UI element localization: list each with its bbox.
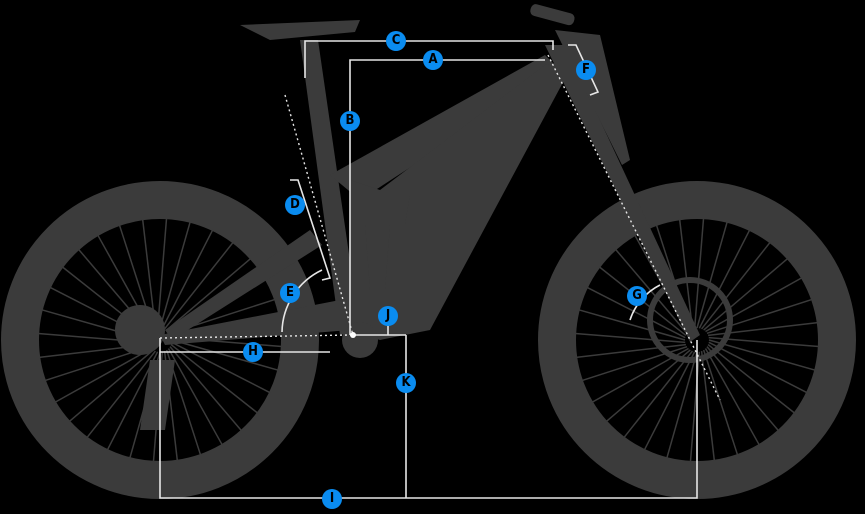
label-c: C [386,31,406,51]
label-b: B [340,111,360,131]
spoke [706,346,780,432]
spoke [167,348,223,446]
label-e: E [280,283,300,303]
label-h: H [243,342,263,362]
spoke [701,241,771,330]
spoke [689,351,701,462]
spoke [156,218,168,329]
spoke [68,349,154,423]
spoke [605,349,691,423]
spoke [164,241,234,330]
spoke [166,257,252,331]
spoke [706,298,813,335]
spoke [576,343,687,359]
spoke [703,257,789,331]
spoke [643,351,696,451]
spoke [666,351,698,459]
label-i: I [322,489,342,509]
spoke [678,219,694,330]
label-k: K [396,373,416,393]
spoke [698,229,751,329]
spoke [54,347,152,403]
spoke [702,349,739,456]
dashed-axes [159,54,721,401]
spoke [623,350,693,439]
label-f: F [576,60,596,80]
label-g: G [627,286,647,306]
spoke [700,350,716,461]
spoke [705,277,803,333]
spoke [171,341,271,394]
spoke [708,339,816,371]
spoke [171,339,279,371]
spoke [578,309,686,341]
spoke [581,345,688,382]
label-j: J [378,306,398,326]
spoke [586,286,686,339]
spoke [693,218,705,329]
spoke [170,344,259,414]
spoke [704,348,760,446]
spoke [707,344,796,414]
spoke [708,341,808,394]
spoke [169,346,243,432]
bottom-bracket-point [350,332,356,338]
frame [115,4,733,430]
spoke [575,332,686,344]
spoke [86,350,156,439]
spoke [161,229,214,329]
label-d: D [285,195,305,215]
label-a: A [423,50,443,70]
spoke [159,221,191,329]
spoke [696,221,728,329]
